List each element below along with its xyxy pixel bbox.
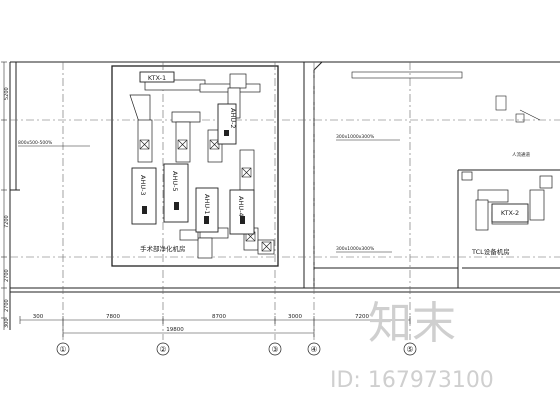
ahu-unit-marks [142, 130, 245, 224]
dim-bottom-3: 3000 [288, 314, 302, 320]
ktx-2-label: KTX-2 [501, 209, 519, 217]
axis-label-5: ⑤ [406, 345, 413, 354]
axis-label-1: ① [59, 345, 66, 354]
axis-label-3: ③ [271, 345, 278, 354]
left-room-ducts [129, 73, 275, 259]
bottom-duct-annotation: 300x1000x300% [336, 246, 375, 252]
ahu-2-label: AHU-2 [229, 108, 237, 129]
right-label: 人流通道 [512, 151, 530, 158]
ktx-2-unit [491, 203, 529, 223]
dim-bottom-0: 300 [33, 314, 44, 320]
dim-bottom-4: 7200 [355, 314, 369, 320]
right-duct-annotation: 300x1000x300% [336, 134, 375, 140]
dim-total: 19800 [166, 327, 184, 333]
ktx-1-unit [139, 71, 175, 83]
ahu-1-unit [195, 187, 219, 233]
ahu-4-label: AHU-4 [237, 196, 245, 217]
left-dimension-chain [1, 61, 7, 330]
axis-labels: ① ② ③ ④ ⑤ [59, 345, 413, 354]
dim-left-4: 300 [4, 318, 10, 328]
ktx-1-label: KTX-1 [148, 74, 166, 82]
left-duct-annotation: 800x500-500% [18, 140, 53, 146]
building-walls [9, 61, 560, 330]
watermark-id: ID: 167973100 [330, 368, 494, 393]
left-dimension-labels: 5200 7200 2700 2700 300 [4, 87, 10, 328]
ahu-1-label: AHU-1 [203, 194, 211, 215]
axis-label-2: ② [159, 345, 166, 354]
right-room-ducts [461, 171, 553, 231]
ahu-5-unit [163, 163, 189, 223]
ahu-4-unit [229, 189, 255, 235]
dim-left-3: 2700 [4, 299, 10, 312]
ahu-5-label: AHU-5 [171, 171, 179, 192]
dim-left-2: 2700 [4, 269, 10, 282]
left-room-label: 手术部净化机房 [140, 244, 186, 253]
ahu-units [131, 103, 255, 235]
bottom-dimension-labels: 300 7800 8700 3000 7200 19800 [33, 314, 370, 333]
dim-bottom-2: 8700 [212, 314, 226, 320]
ahu-3-unit [131, 167, 157, 225]
upper-right-fixtures [351, 71, 541, 123]
grid-lines [10, 62, 560, 340]
dim-left-1: 7200 [4, 215, 10, 228]
axis-bubbles [56, 342, 417, 356]
ahu-2-unit [217, 103, 237, 145]
watermark-brand: 知末 [368, 298, 456, 349]
ahu-3-label: AHU-3 [139, 175, 147, 196]
dim-left-0: 5200 [4, 87, 10, 100]
right-room-label: TCL设备机房 [471, 247, 510, 256]
bottom-dimension-chain [19, 316, 411, 337]
ahu-labels: AHU-3 AHU-5 AHU-1 AHU-4 AHU-2 [139, 108, 245, 217]
dim-bottom-1: 7800 [106, 314, 120, 320]
axis-label-4: ④ [310, 345, 317, 354]
